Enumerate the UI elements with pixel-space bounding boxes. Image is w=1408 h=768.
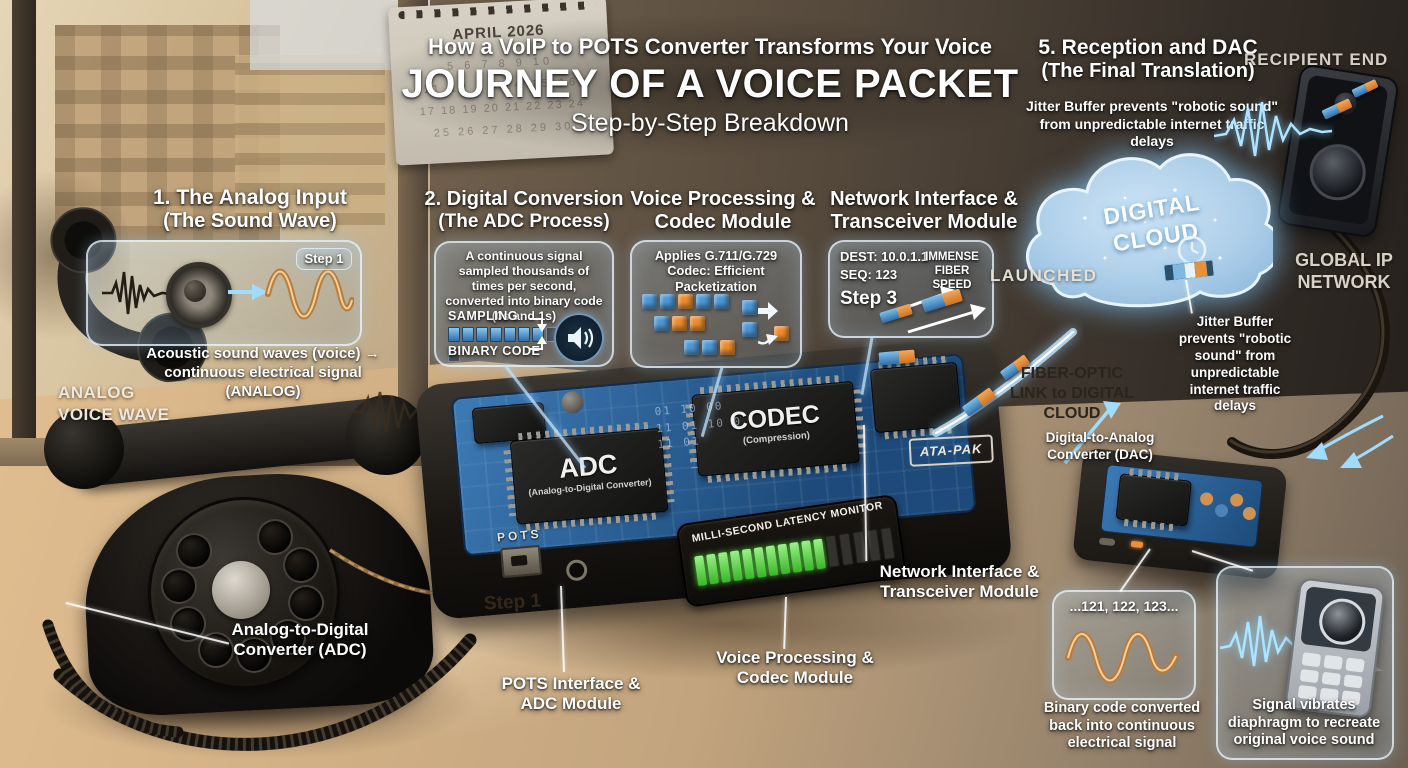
title-kicker: How a VoIP to POTS Converter Transforms … xyxy=(428,34,992,59)
phone-handset-earcup xyxy=(44,409,124,489)
fiber-link-label: FIBER-OPTIC LINK to DIGITAL CLOUD xyxy=(1009,365,1135,422)
codec-panel: Applies G.711/G.729 Codec: Efficient Pac… xyxy=(630,240,802,368)
desk-step1-label: Step 1 xyxy=(483,590,542,615)
telephone-handset xyxy=(50,207,208,383)
reassembly-panel: ...121, 122, 123... xyxy=(1052,590,1196,700)
analog-panel: Step 1 xyxy=(86,240,362,346)
packetize-arrows-icon xyxy=(758,302,778,345)
codec-body: Applies G.711/G.729 Codec: Efficient Pac… xyxy=(654,248,778,294)
network-panel: DEST: 10.0.1.1 SEQ: 123 IMMENSE FIBER SP… xyxy=(828,240,994,338)
fiber-optic-link xyxy=(932,328,1077,437)
data-cube xyxy=(654,316,669,331)
upload-arrow-icon xyxy=(1063,401,1121,465)
conversion-panel: A continuous signal sampled thousands of… xyxy=(434,241,614,367)
data-cube xyxy=(684,340,699,355)
phone-handset-earcup xyxy=(346,395,426,475)
dial-finger-hole xyxy=(161,568,197,604)
title-block: How a VoIP to POTS Converter Transforms … xyxy=(400,34,1020,138)
dial-center-disc xyxy=(212,561,270,619)
reception-note: Jitter Buffer prevents "robotic sound" f… xyxy=(1025,98,1279,149)
data-cube xyxy=(742,322,757,337)
reception-subheading: (The Final Translation) xyxy=(1041,60,1255,82)
pots-port xyxy=(499,544,543,579)
data-cube xyxy=(696,294,711,309)
sampling-label: SAMPLING xyxy=(448,309,518,323)
data-cube xyxy=(774,326,789,341)
data-cube xyxy=(720,340,735,355)
analog-sine-icon xyxy=(265,268,354,320)
adc-chip: ADC (Analog-to-Digital Converter) xyxy=(503,421,675,531)
reception-heading-block: 5. Reception and DAC (The Final Translat… xyxy=(1028,36,1268,83)
diaphragm-caption: Signal vibrates diaphragm to recreate or… xyxy=(1227,696,1381,749)
dial-finger-hole xyxy=(257,519,293,555)
data-cube xyxy=(672,316,687,331)
data-cube xyxy=(742,300,757,315)
analog-voice-wave-label: ANALOG VOICE WAVE xyxy=(58,383,170,425)
packet-dest: DEST: 10.0.1.1 xyxy=(840,249,929,264)
dial-finger-hole xyxy=(176,533,212,569)
data-cube xyxy=(702,340,717,355)
pots-module-label: POTS Interface & ADC Module xyxy=(501,674,641,714)
network-module-label: Network Interface & Transceiver Module xyxy=(879,562,1040,602)
data-cube xyxy=(660,294,675,309)
sampling-arrows-icon xyxy=(530,318,547,350)
reception-heading: 5. Reception and DAC xyxy=(1038,36,1258,59)
speaker-driver-icon xyxy=(166,262,232,328)
jagged-wave-icon xyxy=(102,271,173,315)
speaker-output-icon xyxy=(554,313,604,363)
recipient-end-label: RECIPIENT END xyxy=(1244,50,1389,69)
binary-conversion-caption: Binary code converted back into continuo… xyxy=(1043,700,1201,752)
conversion-heading-block: 2. Digital Conversion (The ADC Process) xyxy=(424,188,624,233)
cloud-jitter-note: Jitter Buffer prevents "robotic sound" f… xyxy=(1178,314,1292,414)
packet-sequence-label: ...121, 122, 123... xyxy=(1069,598,1179,614)
step3-label: Step 3 xyxy=(840,288,898,309)
dac-led xyxy=(1130,540,1144,549)
rotary-phone xyxy=(30,385,500,768)
global-ip-label: GLOBAL IP NETWORK xyxy=(1295,250,1393,292)
binary-code-label: BINARY CODE xyxy=(448,344,541,358)
dial-finger-hole xyxy=(283,547,319,583)
data-cube xyxy=(690,316,705,331)
network-heading: Network Interface & Transceiver Module xyxy=(830,188,1018,233)
dac-chip xyxy=(1115,468,1192,532)
window-building-wing xyxy=(235,55,385,225)
dac-label: Digital-to-Analog Converter (DAC) xyxy=(1045,430,1155,462)
dial-finger-hole xyxy=(236,637,272,673)
conversion-subheading: (The ADC Process) xyxy=(438,211,610,232)
codec-heading: Voice Processing & Codec Module xyxy=(630,188,816,233)
dial-finger-hole xyxy=(270,619,306,655)
download-arrows-icon xyxy=(1306,414,1394,468)
analog-heading: 1. The Analog Input xyxy=(152,186,348,209)
title-backdrop xyxy=(370,15,1050,155)
conversion-heading: 2. Digital Conversion xyxy=(424,188,624,210)
binary-overlay: 01 10 00 11 01 10 0 11 01 xyxy=(654,399,743,452)
launched-label: LAUNCHED xyxy=(990,266,1098,285)
analog-subheading: (The Sound Wave) xyxy=(163,210,337,232)
window-frame-left xyxy=(12,0,36,465)
fiber-speed-label: IMMENSE FIBER SPEED xyxy=(925,251,979,291)
adc-converter-label: Analog-to-Digital Converter (ADC) xyxy=(231,620,369,660)
dial-finger-hole xyxy=(288,585,324,621)
data-cube xyxy=(678,294,693,309)
page-title: JOURNEY OF A VOICE PACKET xyxy=(401,62,1019,106)
diaphragm-panel: Signal vibrates diaphragm to recreate or… xyxy=(1216,566,1394,760)
title-subtitle: Step-by-Step Breakdown xyxy=(571,109,849,137)
packet-seq: SEQ: 123 xyxy=(840,267,898,282)
analog-heading-block: 1. The Analog Input (The Sound Wave) xyxy=(100,186,400,233)
analog-caption: Acoustic sound waves (voice) → continuou… xyxy=(146,345,380,400)
arrow-right-icon xyxy=(228,284,268,300)
data-cube xyxy=(642,294,657,309)
step1-badge: Step 1 xyxy=(296,248,352,270)
codec-module-bottom-label: Voice Processing & Codec Module xyxy=(716,648,874,688)
network-cable xyxy=(1227,225,1390,459)
data-cube xyxy=(714,294,729,309)
reassembled-sine-icon xyxy=(1065,631,1179,684)
recipient-waveform xyxy=(1214,101,1333,157)
